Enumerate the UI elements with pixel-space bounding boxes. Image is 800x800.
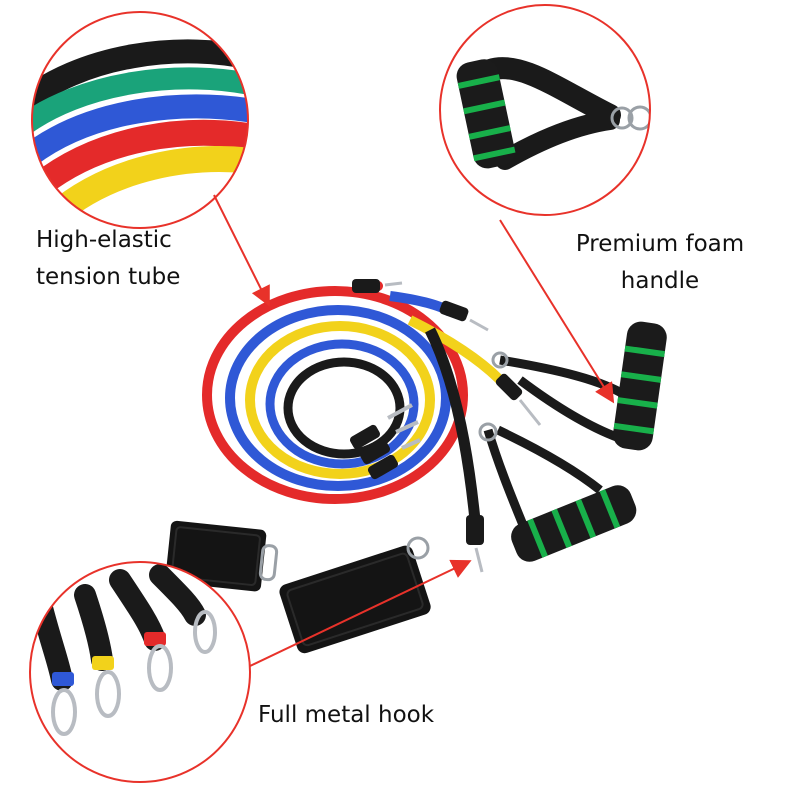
tube-closeup-callout xyxy=(31,11,249,229)
handle-label-line2: handle xyxy=(620,267,700,294)
handle-label-line1: Premium foam xyxy=(575,231,745,257)
pointer-handle xyxy=(499,219,615,404)
coiled-tubes xyxy=(202,279,542,573)
handle-closeup-callout xyxy=(439,4,651,216)
hook-closeup-callout xyxy=(29,561,251,783)
pointer-tube xyxy=(213,194,270,307)
tube-label-line1: High-elastic xyxy=(36,227,172,253)
tube-feature-label: High-elastic tension tube xyxy=(36,222,180,296)
hook-label-line1: Full metal hook xyxy=(258,702,435,728)
tube-label-line2: tension tube xyxy=(36,263,181,290)
pointer-hook xyxy=(249,559,472,667)
hook-feature-label: Full metal hook xyxy=(258,697,434,734)
handle-upper xyxy=(491,321,667,451)
ankle-strap-right xyxy=(279,536,431,654)
handle-feature-label: Premium foam handle xyxy=(570,226,750,300)
handle-lower xyxy=(478,422,637,562)
